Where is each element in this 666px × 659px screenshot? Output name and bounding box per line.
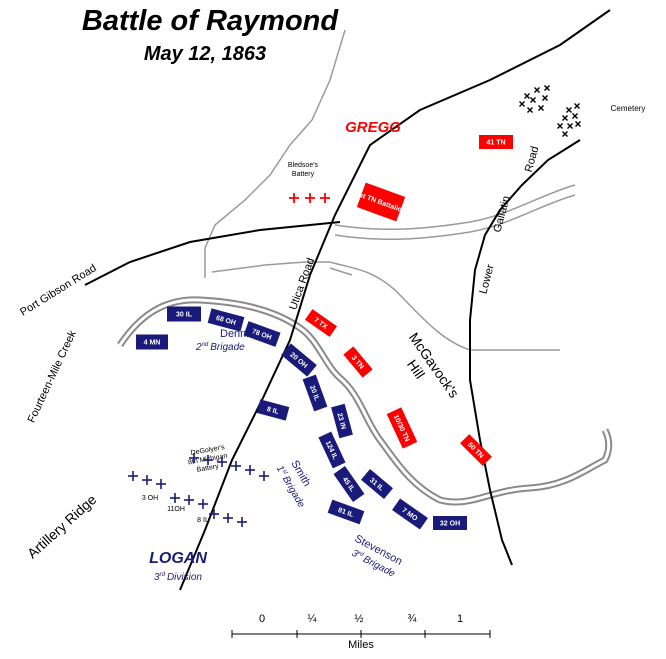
confederate-unit-box [386,407,418,449]
confederate-unit-box [460,434,492,466]
main-roads [84,9,611,591]
union-unit-box [167,306,201,322]
union-unit-label: 4 MN [144,340,161,347]
gregg-commander-label: GREGG [345,119,401,136]
confederate-unit-4: 10/30 TN [386,407,418,449]
confederate-unit-2: 7 TX [304,309,338,337]
union-unit-box [302,374,328,412]
union-unit-10: 31 IL [361,468,393,500]
map-title: Battle of Raymond [82,5,339,37]
union-unit-box [392,498,428,530]
confederate-unit-3: 3 TN [343,346,373,378]
union-unit-label: 23 IN [335,412,346,430]
confederate-units: 41 TN 1st TN Battalion 7 TX3 TN 10/30 TN 50 … [304,135,513,466]
scale-tick-0: 0 [259,613,265,625]
bledsoe-battery-label-1: Bledsoe's [288,162,319,169]
bledsoe-battery-guns [289,193,330,203]
confederate-unit-1: 1st TN Battalion [354,182,407,222]
union-unit-label: 32 OH [440,521,460,528]
dennis-brigade-name: Dennis [220,328,255,340]
confederate-unit-box [479,135,513,149]
fourteen-mile-creek [117,296,613,506]
confederate-unit-0: 41 TN [479,135,513,149]
union-unit-box [331,403,353,439]
union-unit-label: 8 IL [266,406,280,416]
degolyer-battery-label-3: Battery [196,463,220,474]
port-gibson-road-label: Port Gibson Road [18,262,99,319]
cemetery-symbols [519,85,581,137]
union-unit-5: 20 IL [302,374,328,412]
union-unit-9: 45 IL [333,466,365,502]
confederate-unit-5: 50 TN [460,434,492,466]
union-unit-box [333,466,365,502]
bledsoe-battery-label-2: Battery [292,171,315,178]
confederate-unit-label: 41 TN [486,140,505,147]
union-unit-7: 23 IN [331,403,353,439]
union-unit-12: 7 MO [392,498,428,530]
battery-label-3oh: 3 OH [142,495,158,502]
union-unit-8: 124 IL [318,431,346,469]
scale-tick-half: ½ [354,613,363,625]
union-unit-box [136,334,168,350]
confederate-unit-box [356,182,406,222]
union-unit-box [318,431,346,469]
union-unit-13: 32 OH [433,516,467,530]
union-unit-box [243,321,281,347]
scale-tick-three-quarter: ¾ [407,613,417,625]
gallatin-label: Gallatin [491,195,512,234]
cemetery-label: Cemetery [611,104,646,113]
battery-label-8il: 8 IL [197,517,209,524]
union-unit-3: 4 MN [136,334,168,350]
lower-label: Lower [477,263,496,295]
union-unit-6: 8 IL [256,399,290,421]
union-unit-2: 78 OH [243,321,281,347]
union-unit-box [361,468,393,500]
union-unit-label: 68 OH [215,315,236,327]
union-unit-box [207,308,245,332]
map-date: May 12, 1863 [144,43,266,65]
battery-label-11oh: 11OH [167,506,185,513]
union-battery-guns [128,453,269,527]
union-unit-1: 68 OH [207,308,245,332]
union-unit-0: 30 IL [167,306,201,322]
scale-tick-quarter: ¼ [307,613,317,625]
union-unit-box [433,516,467,530]
union-unit-11: 81 IL [327,499,365,525]
union-unit-box [256,399,290,421]
scale-label: Miles [348,639,374,651]
artillery-ridge-label: Artillery Ridge [24,491,100,561]
confederate-unit-box [304,309,338,337]
union-unit-label: 30 IL [176,312,193,319]
scale-tick-1: 1 [457,613,463,625]
union-unit-box [281,343,317,377]
logan-commander-label: LOGAN [149,550,207,567]
union-unit-box [327,499,365,525]
fourteen-mile-creek-label: Fourteen-Mile Creek [26,328,79,424]
secondary-roads [204,29,576,351]
confederate-unit-box [343,346,373,378]
scale-bar: 0 ¼ ½ ¾ 1 Miles [231,613,491,651]
